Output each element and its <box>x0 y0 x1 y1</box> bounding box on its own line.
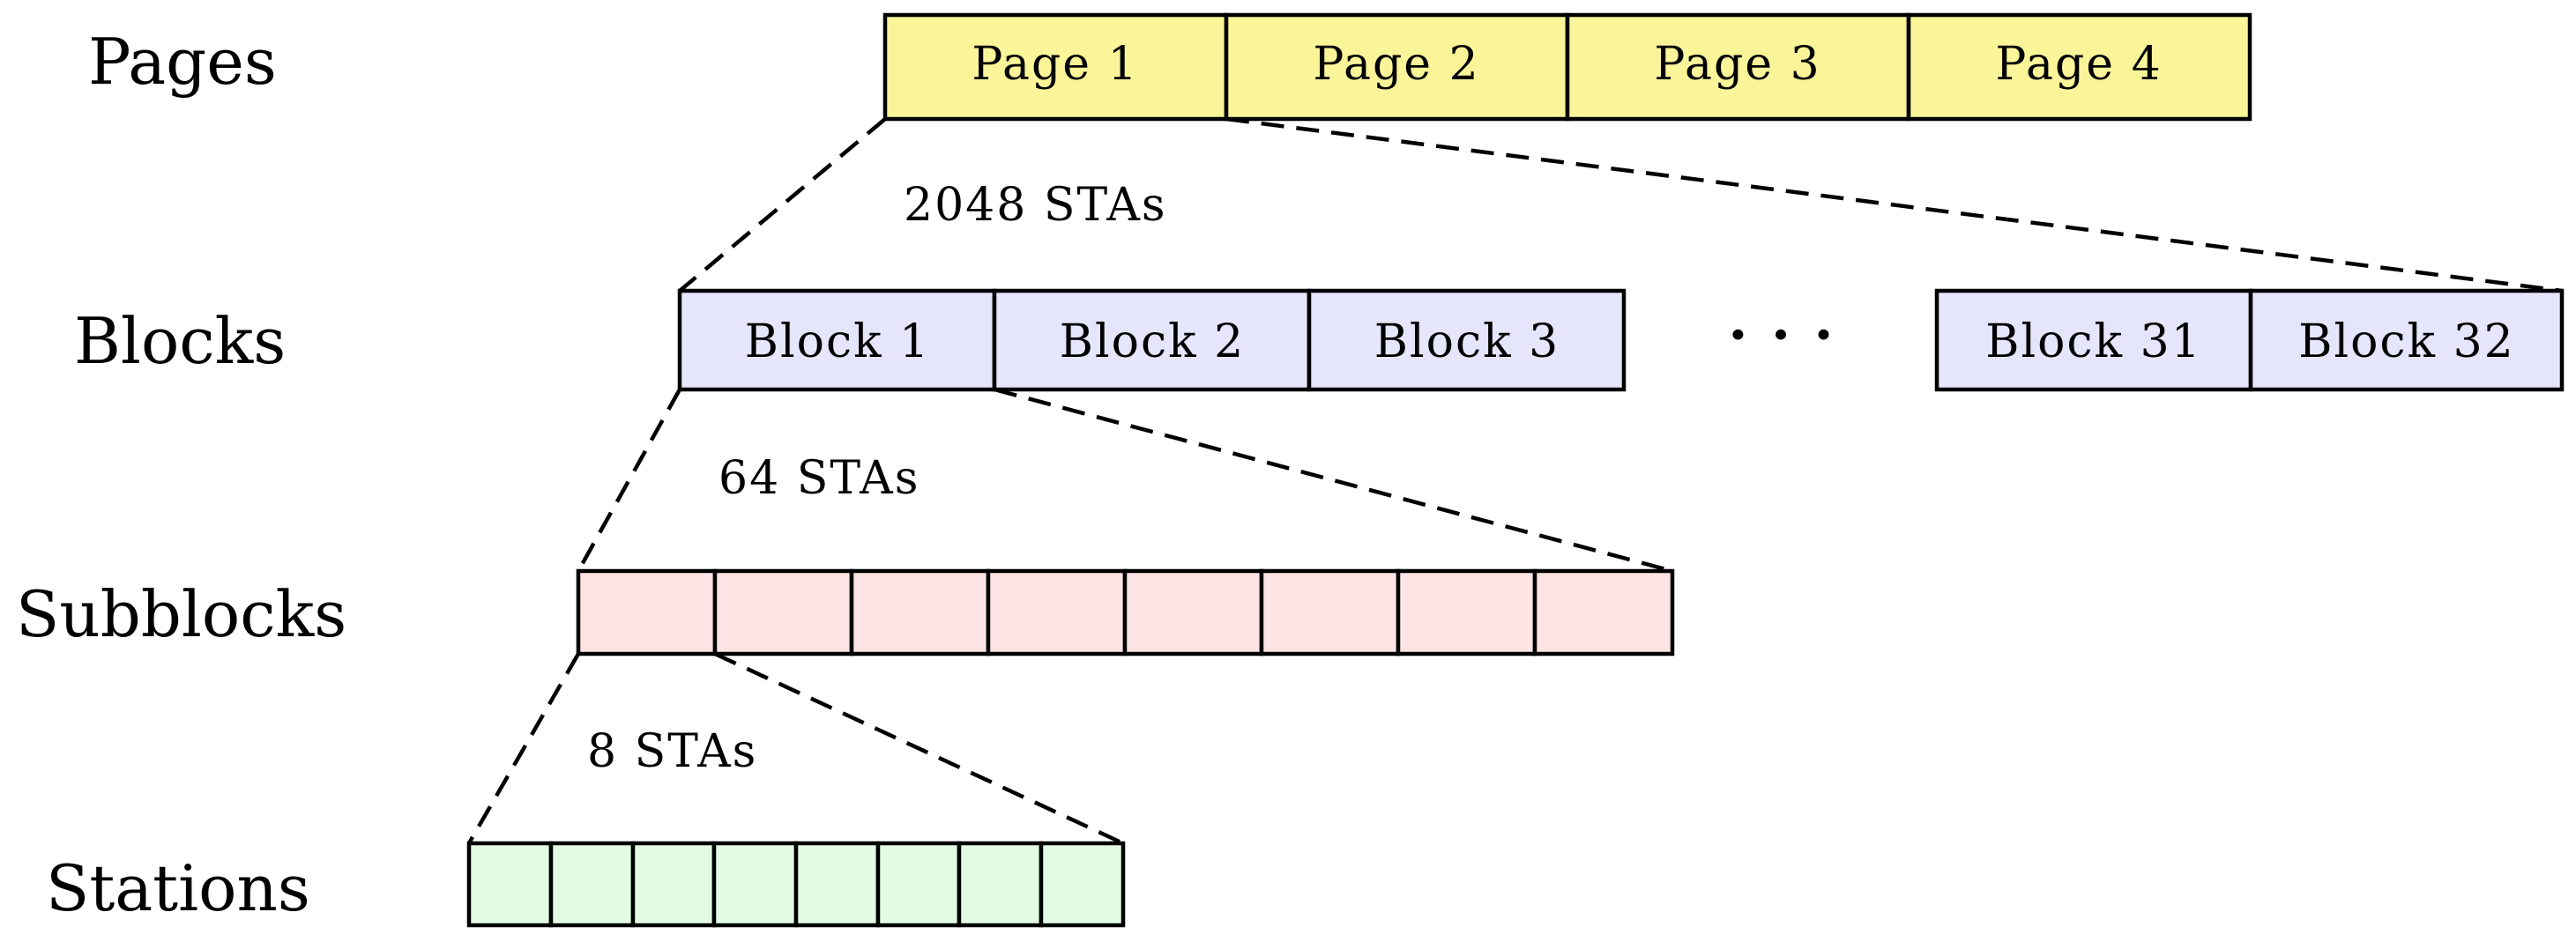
row-label-blocks: Blocks <box>74 304 286 378</box>
pages-row: Page 1 Page 2 Page 3 Page 4 <box>882 12 2252 122</box>
block-cell <box>677 288 997 392</box>
zoom-connector <box>467 652 580 845</box>
zoom-connector <box>1225 116 2563 293</box>
page-cell <box>1565 12 1911 122</box>
row-label-stations: Stations <box>46 851 310 925</box>
station-cell <box>793 841 881 928</box>
page-cell <box>1906 12 2252 122</box>
page-label: Page 1 <box>972 38 1138 91</box>
zoom-connector <box>678 117 887 293</box>
subblock-cell <box>849 568 991 656</box>
station-cell <box>711 841 799 928</box>
subblock-cell <box>576 568 718 656</box>
page-label: Page 4 <box>1995 38 2162 91</box>
station-cell <box>630 841 717 928</box>
page-cell <box>882 12 1229 122</box>
zoom-connector <box>714 651 1124 846</box>
subblock-cell <box>1122 568 1264 656</box>
station-cell <box>548 841 636 928</box>
page-label: Page 2 <box>1313 38 1479 91</box>
zoom-connector <box>994 387 1673 574</box>
block-size-note: 64 STAs <box>718 452 919 505</box>
station-cell <box>875 841 962 928</box>
stations-row <box>466 841 1126 928</box>
station-cell <box>1039 841 1126 928</box>
subblock-cell <box>1532 568 1675 656</box>
station-cell <box>957 841 1044 928</box>
subblock-cell <box>986 568 1128 656</box>
page-size-note: 2048 STAs <box>904 179 1167 232</box>
subblock-cell <box>1259 568 1401 656</box>
row-label-subblocks: Subblocks <box>16 577 346 651</box>
subblock-cell <box>1396 568 1537 656</box>
block-cell <box>992 288 1312 392</box>
block-label: Block 3 <box>1374 315 1560 368</box>
zoom-connector <box>577 388 681 573</box>
page-cell <box>1224 12 1570 122</box>
row-label-pages: Pages <box>88 25 277 99</box>
block-label: Block 2 <box>1060 315 1245 368</box>
block-label: Block 31 <box>1985 315 2201 368</box>
subblocks-row <box>576 568 1675 656</box>
page-label: Page 3 <box>1654 38 1820 91</box>
blocks-row: Block 1 Block 2 Block 3 Block 31 Block 3… <box>677 288 2565 392</box>
station-cell <box>466 841 554 928</box>
block-cell <box>2248 288 2565 392</box>
block-cell <box>1307 288 1627 392</box>
block-label: Block 1 <box>745 315 930 368</box>
block-cell <box>1934 288 2253 392</box>
block-label: Block 32 <box>2298 315 2514 368</box>
subblock-size-note: 8 STAs <box>587 725 757 778</box>
ellipsis: · · · <box>1728 302 1835 368</box>
subblock-cell <box>712 568 854 656</box>
